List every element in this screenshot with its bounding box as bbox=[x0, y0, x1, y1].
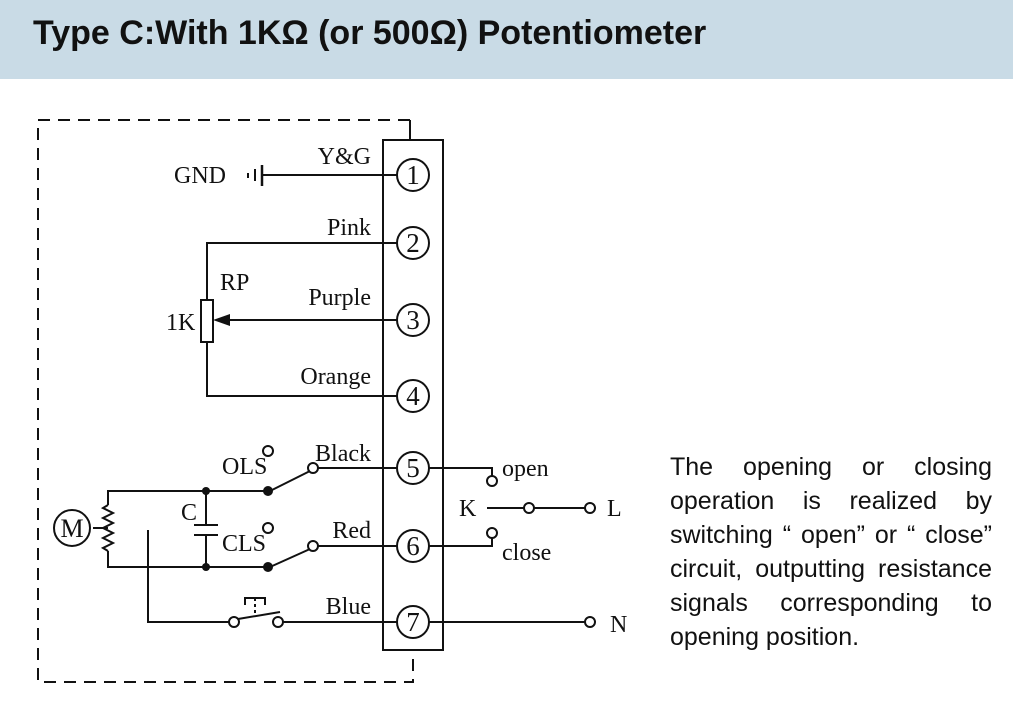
line-l-label: L bbox=[607, 496, 622, 522]
page-title: Type C:With 1KΩ (or 500Ω) Potentiometer bbox=[33, 14, 707, 52]
terminal-1-number: 7 bbox=[406, 607, 420, 637]
close-label: close bbox=[502, 540, 551, 566]
potentiometer bbox=[200, 299, 214, 343]
wire-label-blue: Blue bbox=[326, 594, 371, 620]
enclosure-border bbox=[37, 119, 414, 683]
wire-label-orange: Orange bbox=[300, 364, 371, 390]
rp-label: RP bbox=[220, 270, 249, 296]
wire-label-black: Black bbox=[315, 441, 371, 467]
rp-value-label: 1K bbox=[166, 310, 196, 336]
cls-label: CLS bbox=[222, 531, 266, 557]
wire-label-red: Red bbox=[332, 518, 371, 544]
ols-label: OLS bbox=[222, 454, 267, 480]
wire-label-purple: Purple bbox=[308, 285, 371, 311]
gnd-label: GND bbox=[174, 163, 226, 189]
switch-k-label: K bbox=[459, 496, 477, 522]
terminal-4-number: 4 bbox=[406, 381, 420, 411]
terminal-5-number: 3 bbox=[406, 305, 420, 335]
terminal-7-number: 1 bbox=[406, 160, 420, 190]
motor-label: M bbox=[60, 514, 83, 543]
terminal-3-number: 5 bbox=[406, 453, 420, 483]
capacitor-label: C bbox=[181, 500, 197, 526]
terminal-2-number: 6 bbox=[406, 531, 420, 561]
header-bar: Type C:With 1KΩ (or 500Ω) Potentiometer bbox=[0, 0, 1013, 79]
wire-label-yg: Y&G bbox=[318, 144, 371, 170]
neutral-n-label: N bbox=[610, 612, 627, 638]
motor-symbol bbox=[53, 509, 91, 547]
open-label: open bbox=[502, 456, 549, 482]
wire-label-pink: Pink bbox=[327, 215, 371, 241]
terminal-6-number: 2 bbox=[406, 228, 420, 258]
description-text: The opening or closing operation is real… bbox=[670, 453, 992, 651]
